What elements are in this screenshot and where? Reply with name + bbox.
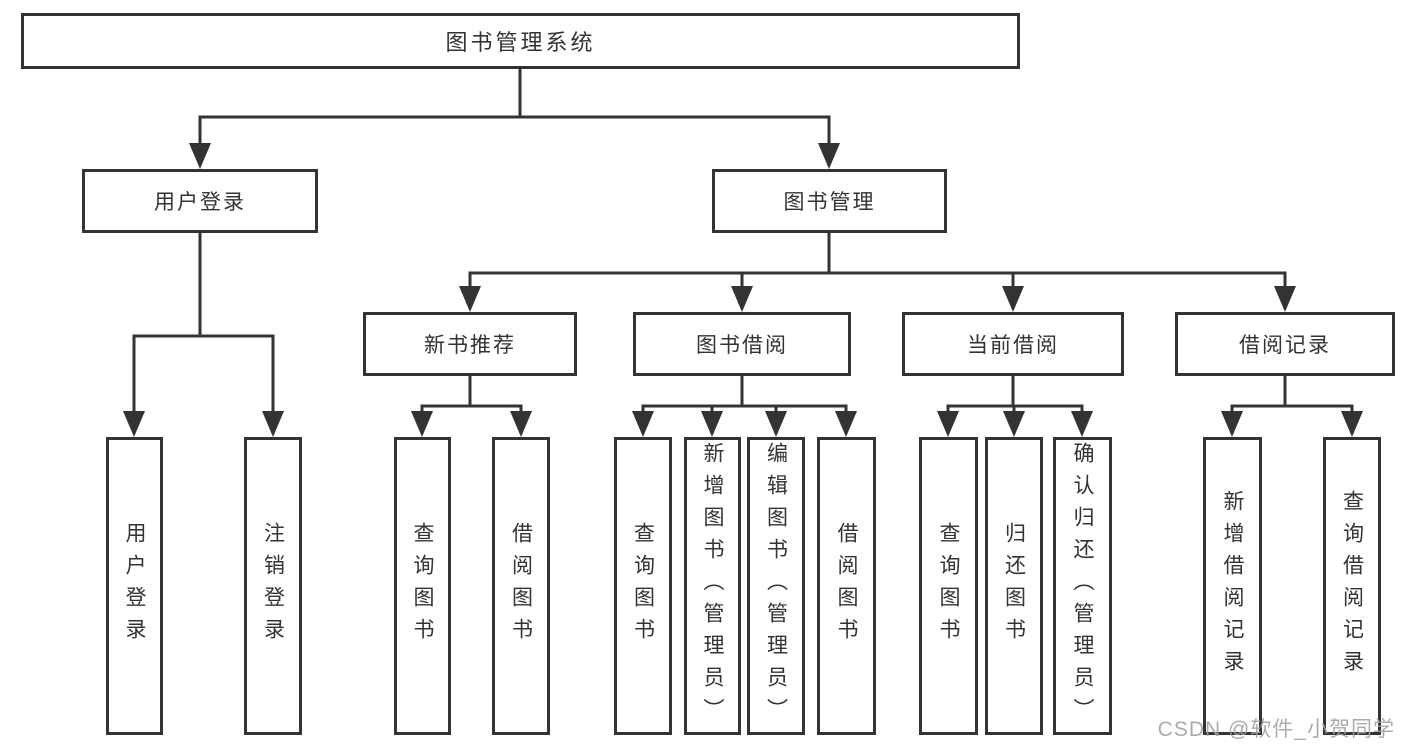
leaf-query-books-recommend: 查询图书 bbox=[394, 437, 451, 735]
leaf-edit-books-admin: 编辑图书（管理员） bbox=[747, 437, 805, 735]
leaf-borrow-books-recommend: 借阅图书 bbox=[492, 437, 550, 735]
node-user-login: 用户登录 bbox=[82, 169, 318, 233]
watermark: CSDN @软件_小贺同学 bbox=[1157, 718, 1395, 741]
node-root-library-management-system: 图书管理系统 bbox=[21, 13, 1020, 69]
leaf-logout: 注销登录 bbox=[244, 437, 302, 735]
node-borrowing-records: 借阅记录 bbox=[1175, 312, 1395, 376]
leaf-add-books-admin: 新增图书（管理员） bbox=[684, 437, 741, 735]
node-book-management: 图书管理 bbox=[712, 169, 947, 233]
leaf-query-books-borrowing: 查询图书 bbox=[614, 437, 672, 735]
leaf-query-borrow-record: 查询借阅记录 bbox=[1323, 437, 1381, 735]
leaf-query-books-current: 查询图书 bbox=[919, 437, 978, 735]
node-new-book-recommend: 新书推荐 bbox=[363, 312, 577, 376]
leaf-borrow-books: 借阅图书 bbox=[817, 437, 876, 735]
node-current-borrowing: 当前借阅 bbox=[902, 312, 1124, 376]
leaf-user-login: 用户登录 bbox=[106, 437, 163, 735]
leaf-add-borrow-record: 新增借阅记录 bbox=[1203, 437, 1262, 735]
leaf-confirm-return-admin: 确认归还（管理员） bbox=[1053, 437, 1112, 735]
node-book-borrowing: 图书借阅 bbox=[633, 312, 851, 376]
leaf-return-books: 归还图书 bbox=[985, 437, 1043, 735]
